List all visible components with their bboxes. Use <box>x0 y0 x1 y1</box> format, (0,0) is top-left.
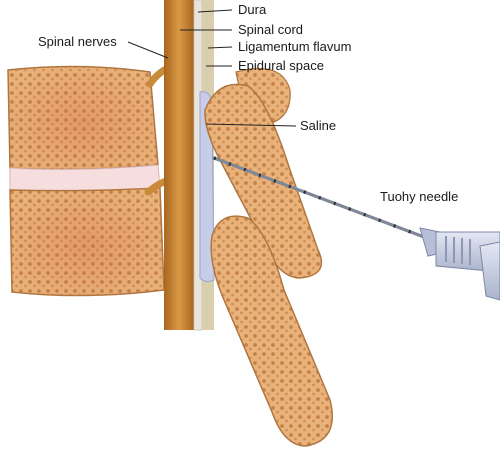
spinal-cord <box>164 0 194 330</box>
label-spinal-cord: Spinal cord <box>238 22 304 37</box>
label-dura: Dura <box>238 2 267 17</box>
lower-vertebral-body <box>9 187 165 297</box>
label-spinal-nerves: Spinal nerves <box>38 34 117 49</box>
lower-spinous-process <box>210 215 334 447</box>
label-saline: Saline <box>300 118 337 133</box>
label-tuohy-needle: Tuohy needle <box>380 189 459 204</box>
upper-vertebral-body <box>7 65 159 171</box>
label-epidural-space: Epidural space <box>238 58 324 73</box>
leader-lines <box>127 9 297 127</box>
tuohy-needle <box>212 156 500 301</box>
intervertebral-disc <box>9 164 161 192</box>
label-ligamentum-flavum: Ligamentum flavum <box>238 39 352 54</box>
